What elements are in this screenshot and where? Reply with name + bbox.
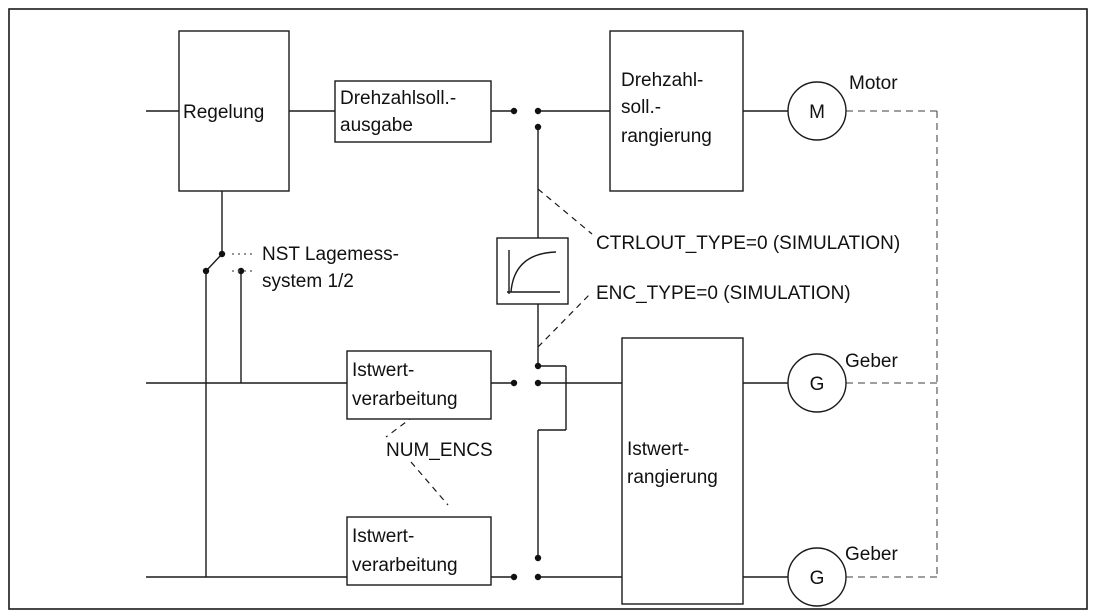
mechanical-coupling (846, 110, 938, 578)
drehzahlsoll-rangierung-label-line2: soll.- (621, 97, 661, 118)
diagram-frame (8, 8, 1088, 610)
motor-label: Motor (849, 73, 898, 94)
istwert-rangierung-label-line2: rangierung (627, 467, 718, 488)
motor: M Motor (787, 73, 898, 141)
enc-type-label: ENC_TYPE=0 (SIMULATION) (596, 283, 851, 304)
num-encs-label: NUM_ENCS (386, 440, 493, 461)
istwert-verarbeitung-2-label-line1: Istwert- (352, 526, 414, 547)
istwert-rangierung-block: Istwert- rangierung (621, 337, 744, 605)
istwert-verarbeitung-2-label-line2: verarbeitung (352, 555, 458, 576)
drehzahlsoll-ausgabe-label-line1: Drehzahlsoll.- (340, 88, 456, 109)
nst-lagemess-label-line1: NST Lagemess- (262, 244, 399, 265)
geber-1-label: Geber (845, 351, 898, 372)
geber-1-symbol: G (810, 374, 825, 395)
simulation-response-icon (507, 250, 560, 294)
junction-dots (202, 107, 542, 581)
simulation-block (496, 237, 569, 305)
istwert-verarbeitung-2-block: Istwert- verarbeitung (346, 516, 492, 586)
drehzahlsoll-ausgabe-block: Drehzahlsoll.- ausgabe (334, 80, 492, 143)
motor-symbol: M (809, 102, 825, 123)
ctrlout-type-label: CTRLOUT_TYPE=0 (SIMULATION) (596, 233, 900, 254)
regelung-label: Regelung (183, 102, 264, 123)
geber-1: G Geber (787, 351, 898, 413)
drehzahlsoll-rangierung-label-line3: rangierung (621, 126, 712, 147)
regelung-block: Regelung (178, 30, 290, 192)
drehzahlsoll-ausgabe-label-line2: ausgabe (340, 115, 413, 136)
drehzahlsoll-rangierung-label-line1: Drehzahl- (621, 70, 703, 91)
drehzahlsoll-rangierung-block: Drehzahl- soll.- rangierung (609, 30, 744, 192)
geber-2-label: Geber (845, 544, 898, 565)
geber-2-symbol: G (810, 568, 825, 589)
signal-lines (146, 110, 788, 578)
istwert-verarbeitung-1-label-line2: verarbeitung (352, 389, 458, 410)
istwert-verarbeitung-1-label-line1: Istwert- (352, 360, 414, 381)
istwert-verarbeitung-1-block: Istwert- verarbeitung (346, 350, 492, 420)
geber-2: G Geber (787, 544, 898, 607)
nst-lagemess-label-line2: system 1/2 (262, 271, 354, 292)
istwert-rangierung-label-line1: Istwert- (627, 439, 689, 460)
